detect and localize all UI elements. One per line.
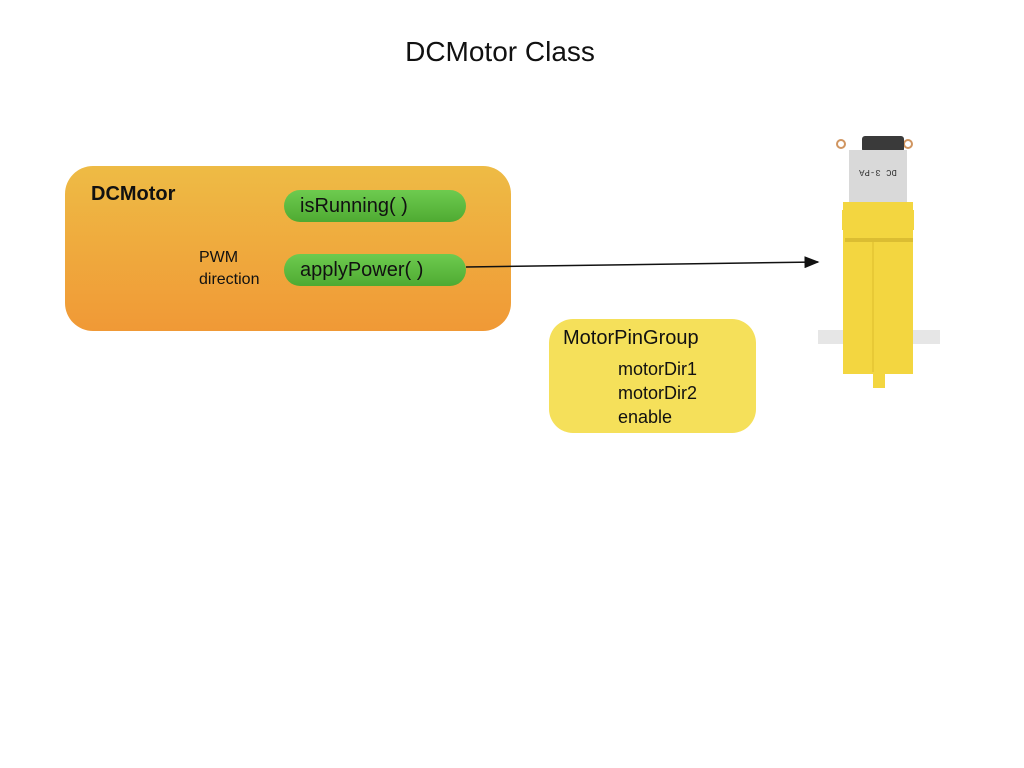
motor-terminal-left (836, 139, 846, 149)
motor-shaft (873, 374, 885, 388)
gear-motor-icon: DC 3-PA (818, 136, 940, 388)
dcmotor-class-box: DCMotor isRunning( ) PWM direction apply… (65, 166, 511, 331)
method-isrunning: isRunning( ) (284, 190, 466, 222)
motorpingroup-name: MotorPinGroup (563, 327, 699, 349)
gearbox-shade (872, 242, 874, 372)
applypower-to-motor-arrow (465, 256, 820, 269)
motor-label: DC 3-PA (859, 167, 897, 177)
dcmotor-class-name: DCMotor (91, 183, 176, 205)
method-applypower: applyPower( ) (284, 254, 466, 286)
field-enable: enable (618, 407, 673, 427)
gearbox-side-left (842, 210, 846, 230)
gearbox-side-right (910, 210, 914, 230)
motor-terminal-right (903, 139, 913, 149)
field-motordir1: motorDir1 (618, 359, 698, 379)
gearbox-seam (845, 238, 913, 242)
gearbox-upper (843, 202, 913, 242)
motorpingroup-box: MotorPinGroup motorDir1 motorDir2 enable (549, 319, 756, 433)
param-direction: direction (199, 271, 260, 288)
motor-end-cap (862, 136, 904, 152)
diagram-title: DCMotor Class (405, 36, 595, 67)
gearbox-lower (843, 242, 913, 374)
field-motordir2: motorDir2 (618, 383, 698, 403)
motor-can (849, 150, 907, 202)
applypower-params: PWM direction (199, 247, 259, 291)
param-pwm: PWM (199, 249, 239, 266)
motorpingroup-fields: motorDir1 motorDir2 enable (618, 357, 697, 429)
